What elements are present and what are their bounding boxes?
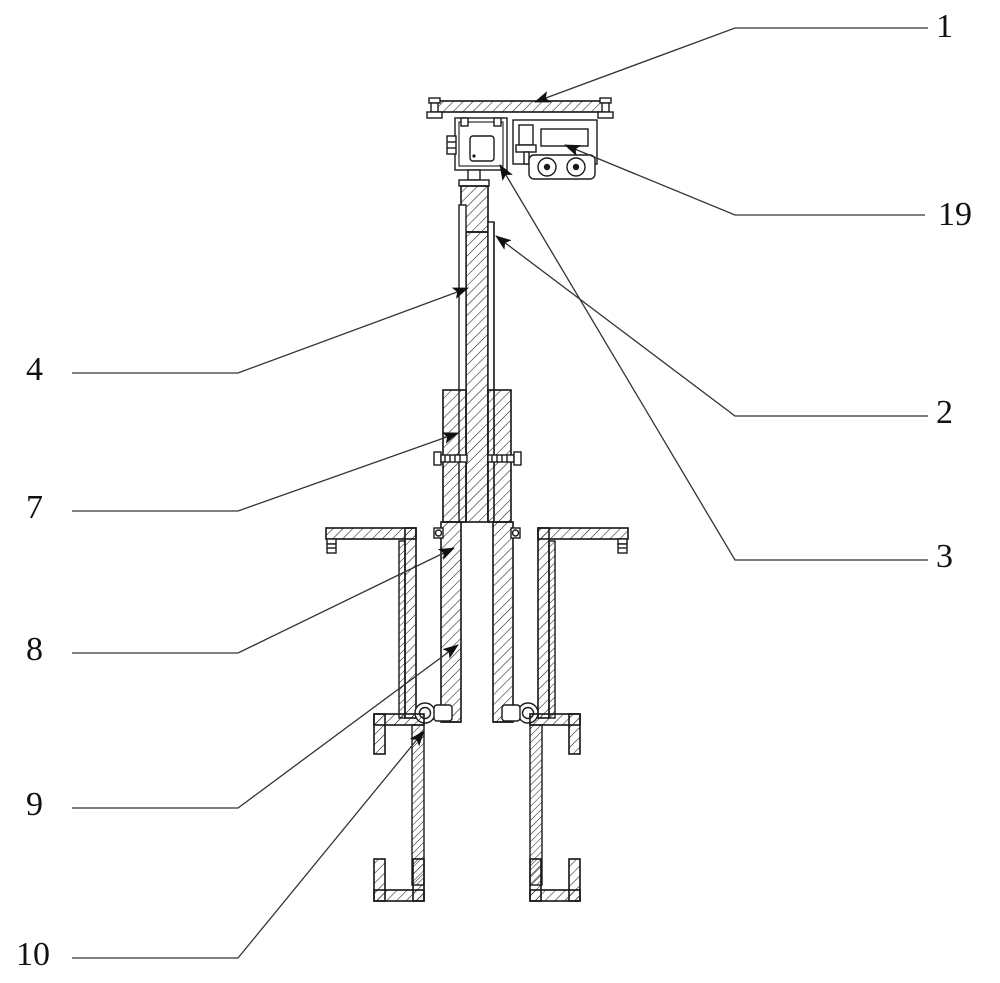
leader-3 [499,164,928,561]
overhead-rail [426,97,614,119]
callout-label-2: 2 [936,394,953,431]
upper-telescopic-tube [440,521,514,723]
leader-4 [72,287,469,374]
leader-7 [72,432,459,512]
trolley-wheel-right [566,157,586,177]
lower-carrier-arms [373,713,581,886]
collar-bolt-left [433,451,468,466]
arm-bolt-right-top [617,538,628,554]
upper-carrier-arms [325,527,629,719]
leader-10 [72,730,425,959]
tube-top-bearing-left [433,527,444,539]
channel-foot-left [373,858,425,902]
leader-19 [564,144,925,216]
callout-label-4: 4 [26,351,43,388]
callout-label-9: 9 [26,786,43,823]
leader-lines [72,27,928,959]
rail-bolt-left [426,97,443,119]
trolley-wheel-left [537,157,557,177]
leader-9 [72,644,459,809]
tube-top-bearing-right [510,527,521,539]
arm-bolt-left-top [326,538,337,554]
leader-8 [72,547,455,654]
callout-label-3: 3 [936,538,953,575]
drive-motor-housing [446,117,508,187]
callout-label-7: 7 [26,489,43,526]
rail-bolt-right [597,97,614,119]
callout-label-8: 8 [26,631,43,668]
trolley-carriage [512,119,598,180]
callout-label-1: 1 [936,8,953,45]
callout-label-19: 19 [938,196,972,233]
callout-label-10: 10 [16,936,50,973]
channel-foot-right [529,858,581,902]
leader-2 [495,235,928,417]
leader-1 [534,27,928,103]
clamp-collar [433,389,522,523]
collar-bolt-right [487,451,522,466]
